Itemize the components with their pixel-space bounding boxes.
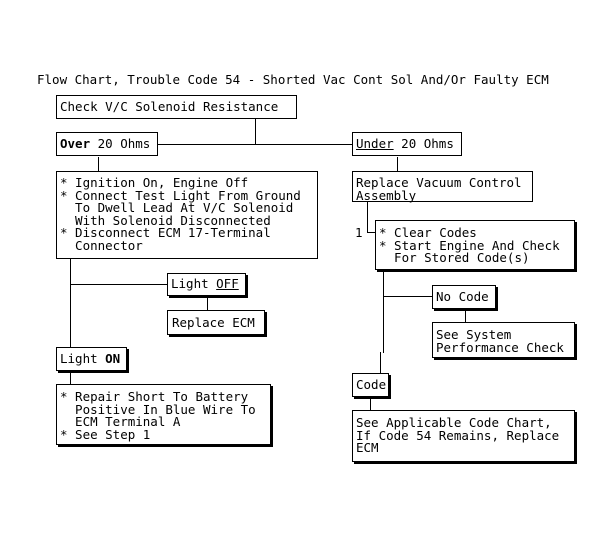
see-system-text: See System Performance Check [436, 327, 564, 355]
check-resistance-text: Check V/C Solenoid Resistance [60, 99, 279, 114]
light-off-label: Light OFF [171, 276, 239, 291]
code-text: Code [356, 377, 387, 392]
light-on-label: Light ON [60, 351, 121, 366]
clear-codes-text: * Clear Codes * Start Engine And Check F… [379, 225, 560, 265]
chart-title: Flow Chart, Trouble Code 54 - Shorted Va… [37, 72, 549, 87]
connector [465, 309, 466, 323]
light-off-box: Light OFF [167, 273, 246, 296]
connector [370, 397, 371, 410]
connector [367, 201, 368, 232]
connector [255, 118, 256, 144]
no-code-text: No Code [436, 289, 489, 304]
step-number: 1 [355, 225, 363, 240]
under-word: Under [356, 136, 394, 151]
ignition-steps-text: * Ignition On, Engine Off * Connect Test… [60, 175, 301, 253]
connector [383, 296, 432, 297]
under-20-ohms-value: 20 Ohms [393, 136, 454, 151]
connector [383, 270, 384, 353]
connector [70, 258, 71, 348]
clear-codes-box: * Clear Codes * Start Engine And Check F… [375, 220, 575, 270]
light-off-prefix: Light [171, 276, 217, 291]
off-word: OFF [216, 276, 239, 291]
over-20-ohms-label: Over 20 Ohms [60, 136, 151, 151]
ignition-steps-box: * Ignition On, Engine Off * Connect Test… [56, 171, 318, 259]
replace-ecm-text: Replace ECM [172, 315, 255, 330]
on-word: ON [105, 351, 121, 366]
connector [367, 232, 375, 233]
replace-vacuum-text: Replace Vacuum Control Assembly [356, 175, 522, 203]
repair-short-text: * Repair Short To Battery Positive In Bl… [60, 389, 256, 442]
over-word: Over [60, 136, 91, 151]
connector [380, 352, 381, 373]
light-on-prefix: Light [60, 351, 106, 366]
connector [70, 370, 71, 385]
connector [98, 144, 398, 145]
under-20-ohms-box: Under 20 Ohms [352, 132, 462, 156]
see-system-box: See System Performance Check [432, 322, 575, 358]
connector [98, 157, 99, 172]
replace-vacuum-box: Replace Vacuum Control Assembly [352, 171, 533, 202]
connector [207, 296, 208, 311]
light-on-box: Light ON [56, 347, 127, 371]
code-box: Code [352, 373, 389, 397]
connector [70, 284, 168, 285]
check-resistance-box: Check V/C Solenoid Resistance [56, 95, 297, 119]
over-20-ohms-value: 20 Ohms [90, 136, 151, 151]
over-20-ohms-box: Over 20 Ohms [56, 132, 158, 156]
connector [397, 157, 398, 172]
see-code-chart-box: See Applicable Code Chart, If Code 54 Re… [352, 410, 575, 462]
no-code-box: No Code [432, 285, 496, 309]
replace-ecm-box: Replace ECM [167, 310, 265, 335]
repair-short-box: * Repair Short To Battery Positive In Bl… [56, 384, 271, 445]
see-code-chart-text: See Applicable Code Chart, If Code 54 Re… [356, 415, 560, 455]
under-20-ohms-label: Under 20 Ohms [356, 136, 454, 151]
